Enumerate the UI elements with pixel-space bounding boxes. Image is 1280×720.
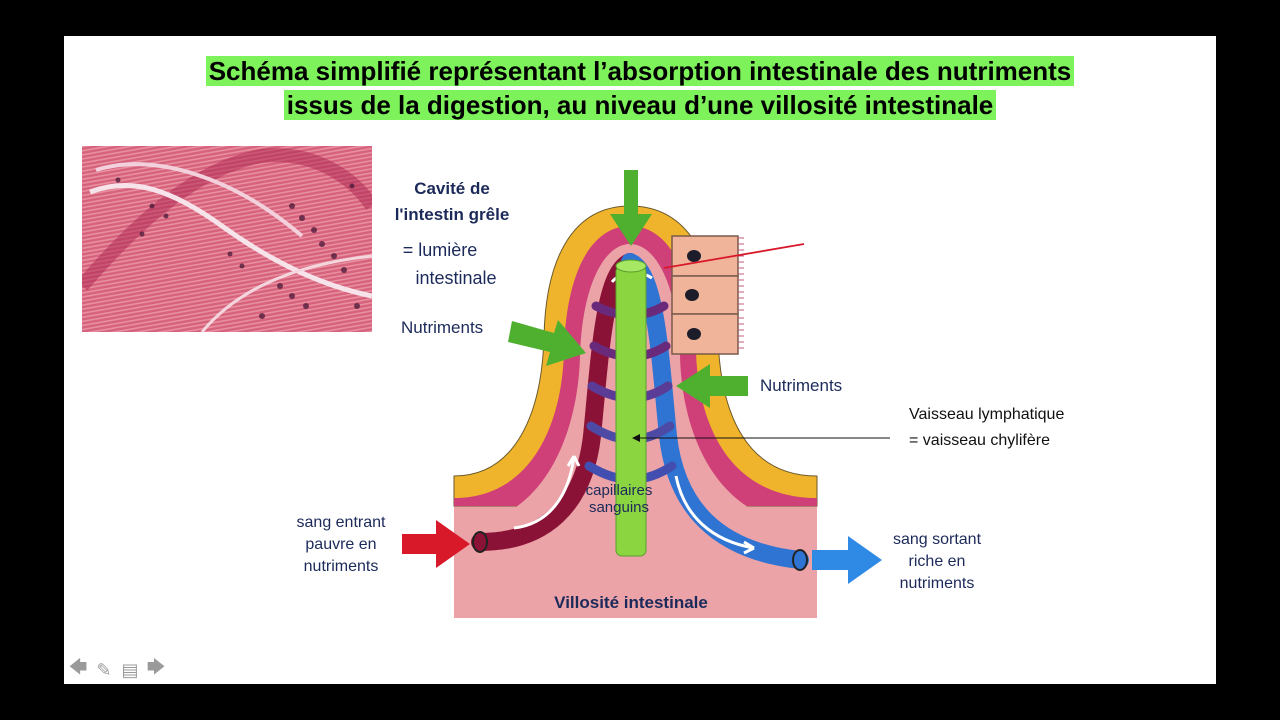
arrow-left-icon[interactable]: 🡄	[68, 657, 88, 678]
lumen-label-2: intestinale	[415, 268, 496, 288]
blood-in-label-2: pauvre en	[305, 536, 376, 553]
villus-diagram: Cavité de l'intestin grêle = lumière int…	[297, 170, 1064, 618]
title-text-1: Schéma simplifié représentant l’absorpti…	[205, 56, 1075, 86]
nutrient-arrow-top	[610, 170, 652, 246]
blood-out-label-1: sang sortant	[893, 531, 982, 548]
slide-menu-icon[interactable]: ▤	[121, 659, 139, 681]
lacteal-top	[615, 259, 647, 273]
slide: Schéma simplifié représentant l’absorpti…	[64, 36, 1216, 684]
title-text-2: issus de la digestion, au niveau d’une v…	[283, 90, 997, 120]
capillaries-label-1: capillaires	[586, 482, 653, 499]
cavity-label-2: l'intestin grêle	[395, 205, 510, 224]
blood-in-arrow	[402, 520, 470, 568]
nutrient-arrow-right	[676, 364, 748, 408]
pencil-icon[interactable]: ✎	[96, 659, 112, 681]
slide-nav-controls: 🡄 ✎ ▤ 🡆	[66, 657, 168, 682]
lymph-label-2: = vaisseau chylifère	[909, 432, 1050, 449]
lymph-label-1: Vaisseau lymphatique	[909, 406, 1064, 423]
blood-out-arrow	[812, 536, 882, 584]
blood-in-label-1: sang entrant	[297, 514, 387, 531]
cavity-label-1: Cavité de	[414, 179, 490, 198]
title-line-1: Schéma simplifié représentant l’absorpti…	[64, 54, 1216, 88]
blood-out-label-2: riche en	[909, 553, 966, 570]
villus-micrograph	[82, 146, 372, 332]
venule-outlet	[792, 549, 808, 571]
arteriole-inlet	[472, 531, 488, 553]
title-line-2: issus de la digestion, au niveau d’une v…	[64, 88, 1216, 122]
nutrient-arrow-left	[508, 320, 586, 366]
arteriole	[471, 253, 639, 551]
blood-out-label-3: nutriments	[900, 575, 975, 592]
arrow-right-icon[interactable]: 🡆	[146, 657, 166, 678]
villus-label: Villosité intestinale	[554, 593, 708, 612]
lymph-pointer-head	[632, 434, 640, 442]
lumen-label-1: = lumière	[403, 240, 478, 260]
red-pointer-line	[663, 243, 805, 269]
capillaries-label-2: sanguins	[589, 499, 649, 516]
nutrients-left-label: Nutriments	[401, 318, 483, 337]
enterocyte-cells	[671, 235, 744, 355]
nutrients-right-label: Nutriments	[760, 376, 842, 395]
blood-in-label-3: nutriments	[304, 558, 379, 575]
